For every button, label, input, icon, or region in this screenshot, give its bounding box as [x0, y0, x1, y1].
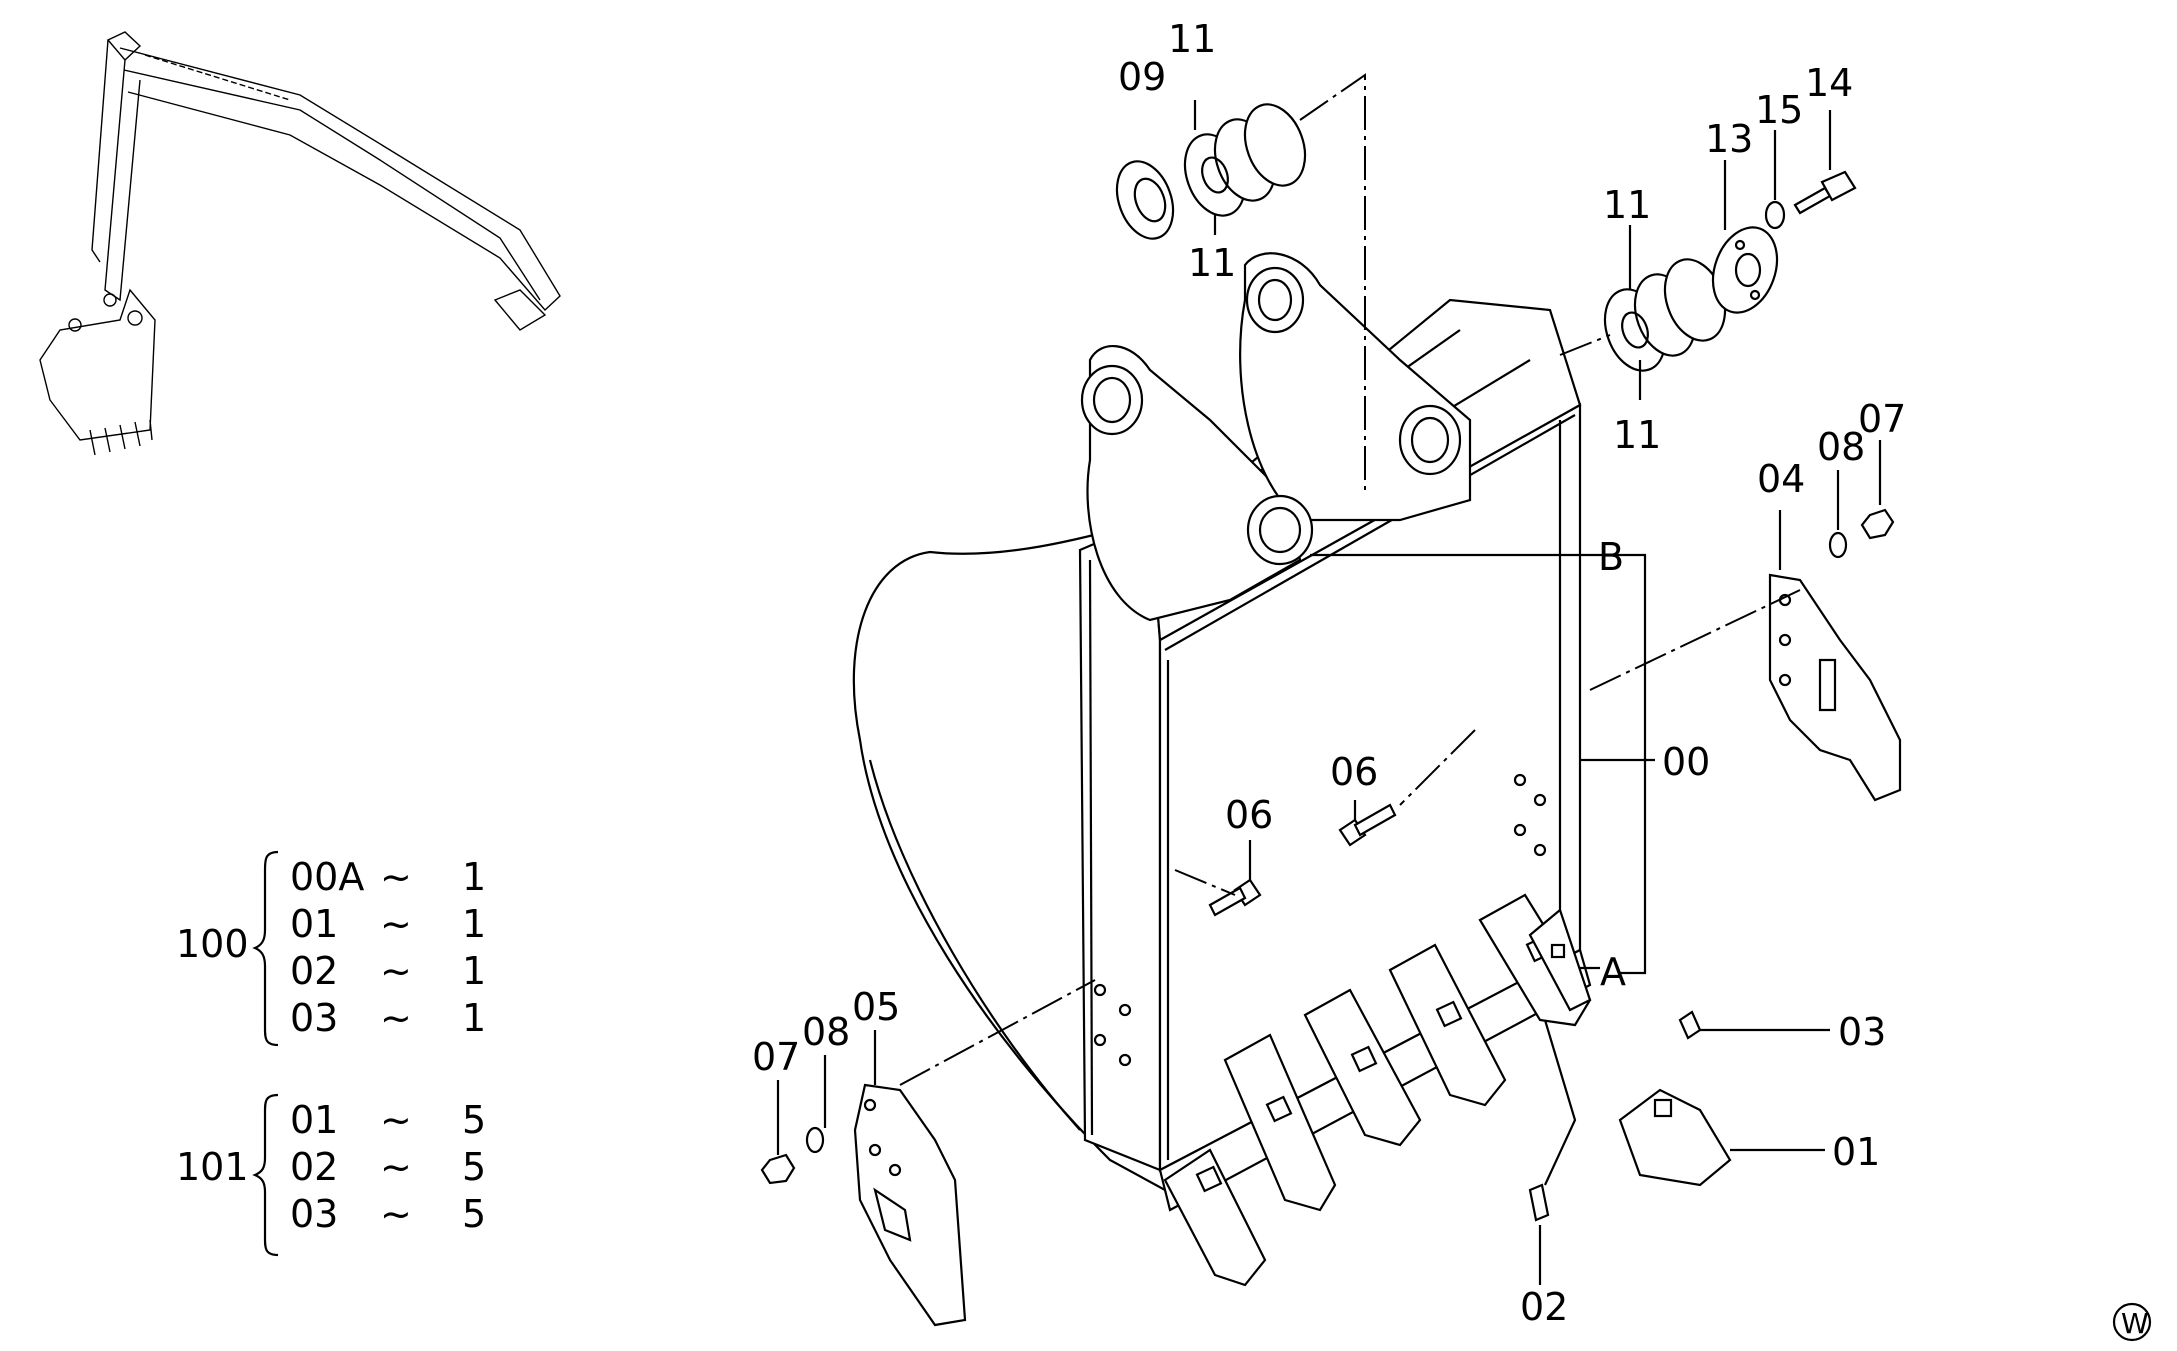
- callout-b: B: [1598, 535, 1624, 579]
- callout-07-left: 07: [752, 1035, 800, 1079]
- kit-part: 02: [290, 949, 338, 993]
- kit-qty: 5: [462, 1098, 486, 1142]
- kit-qty: 1: [462, 855, 486, 899]
- kit-number: 101: [176, 1145, 249, 1189]
- kit-100: 100 00A ~ 1 01 ~ 1 02 ~ 1 03 ~ 1: [176, 850, 486, 1047]
- callout-06-lower: 06: [1225, 793, 1273, 837]
- excavator-arm-thumbnail-icon: [39, 31, 561, 456]
- kit-part: 01: [290, 1098, 338, 1142]
- callout-04: 04: [1757, 457, 1805, 501]
- callout-01: 01: [1832, 1130, 1880, 1174]
- callout-14: 14: [1805, 61, 1853, 105]
- kit-sep: ~: [380, 1192, 412, 1236]
- kit-qty: 1: [462, 996, 486, 1040]
- callout-05: 05: [852, 985, 900, 1029]
- nut-07-right-icon: [1860, 508, 1895, 540]
- kit-sep: ~: [380, 1145, 412, 1189]
- bolt-06-lower-icon: [1208, 878, 1262, 917]
- callout-13: 13: [1705, 117, 1753, 161]
- side-cutter-05-icon: [853, 1083, 967, 1327]
- bolt-14-icon: [1793, 170, 1857, 215]
- plate-13-icon: [1711, 226, 1779, 314]
- side-cutter-04-icon: [1768, 573, 1902, 802]
- kit-part: 00A: [290, 855, 364, 899]
- callout-07-right: 07: [1858, 397, 1906, 441]
- tooth-01-icon: [1618, 1088, 1732, 1187]
- kit-part: 02: [290, 1145, 338, 1189]
- pin-02-icon: [1528, 1183, 1550, 1222]
- washer-09-icon: [1115, 160, 1175, 240]
- kit-qty: 5: [462, 1145, 486, 1189]
- callout-15: 15: [1755, 88, 1803, 132]
- w-mark-text: W: [2121, 1307, 2149, 1340]
- kit-part: 03: [290, 1192, 338, 1236]
- kit-sep: ~: [380, 996, 412, 1040]
- kit-sep: ~: [380, 902, 412, 946]
- shims-11-top-icon: [1183, 103, 1307, 217]
- callout-11-right-bottom: 11: [1613, 413, 1661, 457]
- callout-02: 02: [1520, 1285, 1568, 1329]
- washer-08-right-icon: [1828, 531, 1848, 559]
- kit-qty: 1: [462, 949, 486, 993]
- w-mark: W: [2112, 1302, 2152, 1342]
- callout-03: 03: [1838, 1010, 1886, 1054]
- kit-qty: 5: [462, 1192, 486, 1236]
- callout-09: 09: [1118, 55, 1166, 99]
- bucket-assembly-icon: [852, 252, 1592, 1287]
- bolt-06-upper-icon: [1338, 803, 1397, 847]
- kit-number: 100: [176, 922, 249, 966]
- kit-part: 01: [290, 902, 338, 946]
- kit-part: 03: [290, 996, 338, 1040]
- callout-a: A: [1600, 950, 1626, 994]
- callout-11-right-top: 11: [1603, 183, 1651, 227]
- callout-00: 00: [1662, 740, 1710, 784]
- kit-101: 101 01 ~ 5 02 ~ 5 03 ~ 5: [176, 1093, 486, 1257]
- lock-washer-15-icon: [1764, 200, 1786, 230]
- shims-11-right-icon: [1603, 258, 1727, 372]
- washer-08-left-icon: [805, 1126, 825, 1154]
- kit-qty: 1: [462, 902, 486, 946]
- callout-08-right: 08: [1817, 425, 1865, 469]
- kit-sep: ~: [380, 949, 412, 993]
- kit-sep: ~: [380, 855, 412, 899]
- lock-03-icon: [1678, 1010, 1702, 1040]
- callout-11-top: 11: [1168, 17, 1216, 61]
- callout-06-upper: 06: [1330, 750, 1378, 794]
- callout-11-mid: 11: [1188, 241, 1236, 285]
- nut-07-left-icon: [760, 1153, 796, 1185]
- callout-08-left: 08: [802, 1010, 850, 1054]
- kit-sep: ~: [380, 1098, 412, 1142]
